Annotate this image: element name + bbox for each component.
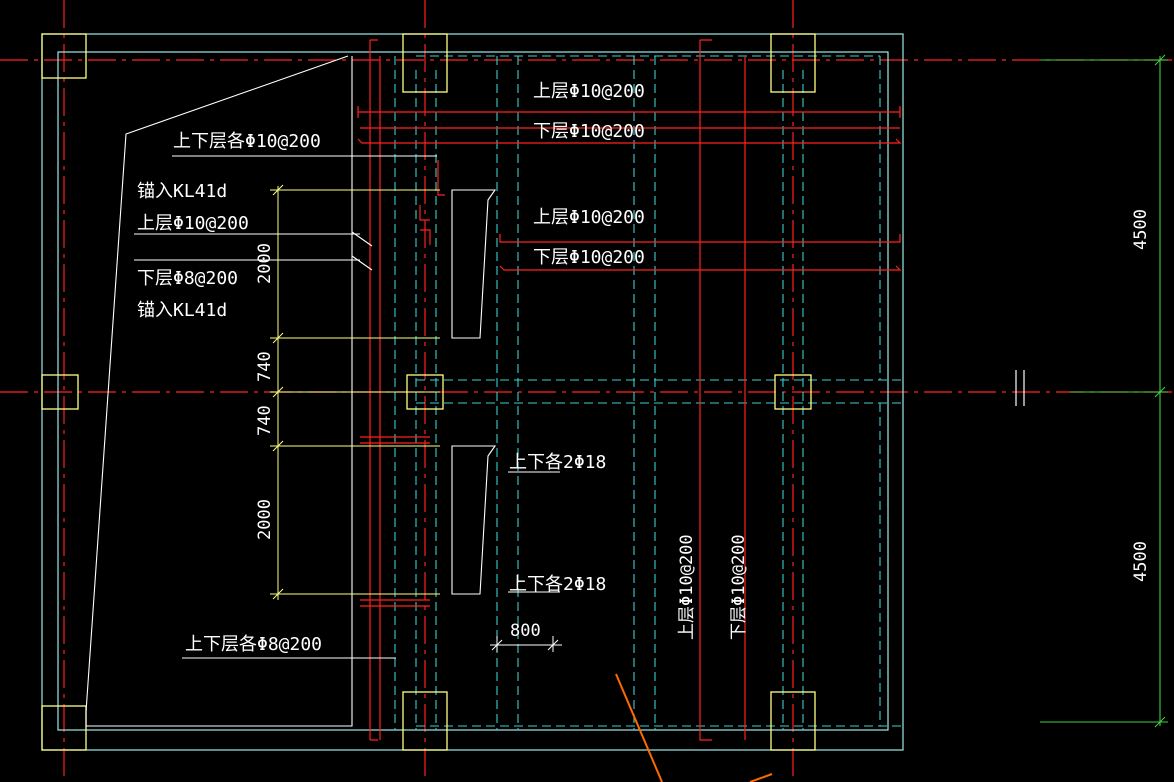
dim-800: 800 [510, 621, 541, 641]
dim-740-b: 740 [255, 405, 275, 436]
column-bottom-mid [402, 691, 448, 751]
section-cut-line [615, 673, 773, 782]
opening-bottom [451, 445, 497, 595]
label-vertical-top: 上层Φ10@200 [677, 534, 697, 640]
column-mid-right [774, 374, 812, 410]
dimension-chain-right [1040, 54, 1168, 728]
column-top-right [770, 33, 816, 93]
dimension-800 [490, 636, 562, 652]
column-bottom-right [770, 691, 816, 751]
column-top-left [41, 33, 87, 79]
label-bottom-left-mid: 下层Φ8@200 [137, 268, 238, 289]
column-top-mid [402, 33, 448, 93]
label-both-layers-top: 上下层各Φ10@200 [173, 131, 321, 152]
sloped-slab-zone [85, 55, 353, 727]
dim-2000-top: 2000 [255, 243, 275, 284]
dim-740-a: 740 [255, 351, 275, 382]
opening-top [451, 189, 497, 339]
break-mark [1015, 370, 1025, 406]
dim-2000-bottom: 2000 [255, 499, 275, 540]
label-both-layers-bottom: 上下层各Φ8@200 [185, 634, 322, 655]
label-anchor-1: 锚入KL41d [137, 181, 227, 202]
label-top-rebar-1: 上层Φ10@200 [533, 81, 645, 102]
openings [85, 55, 560, 727]
dim-4500-bottom: 4500 [1131, 541, 1151, 582]
label-top-left-mid: 上层Φ10@200 [137, 213, 249, 234]
dim-4500-top: 4500 [1131, 209, 1151, 250]
label-bottom-rebar-1: 下层Φ10@200 [533, 121, 645, 142]
label-anchor-2: 锚入KL41d [137, 300, 227, 321]
label-bottom-rebar-2: 下层Φ10@200 [533, 247, 645, 268]
label-opening-top: 上下各2Φ18 [509, 452, 606, 473]
rebar-lines [357, 39, 902, 741]
annotations: 上层Φ10@200 下层Φ10@200 上层Φ10@200 下层Φ10@200 … [137, 81, 1151, 655]
column-bottom-left [41, 705, 87, 751]
dimension-chain-left [270, 184, 440, 600]
dashed-beams [394, 55, 905, 730]
label-vertical-bottom: 下层Φ10@200 [729, 534, 749, 640]
column-mid-left [41, 374, 79, 410]
label-opening-bottom: 上下各2Φ18 [509, 574, 606, 595]
label-top-rebar-2: 上层Φ10@200 [533, 207, 645, 228]
